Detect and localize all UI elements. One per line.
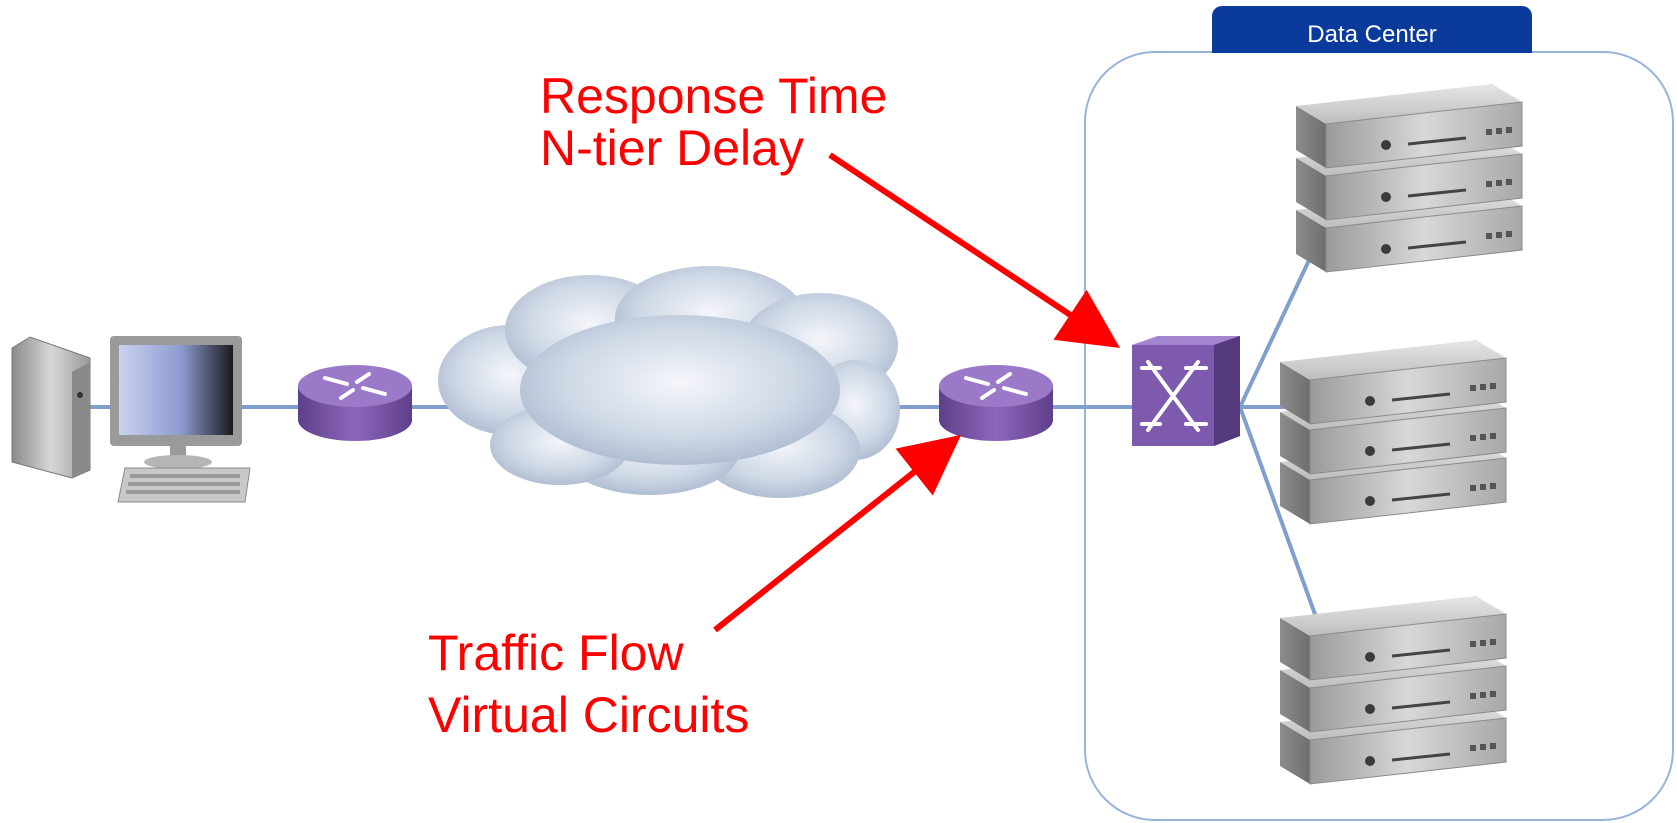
traffic-flow-label: Traffic Flow	[428, 625, 684, 681]
traffic-flow-callout: Traffic Flow Virtual Circuits	[428, 622, 749, 746]
response-time-callout: Response Time N-tier Delay	[540, 70, 887, 174]
virtual-circuits-label: Virtual Circuits	[428, 687, 750, 743]
switch-icon	[1132, 336, 1240, 446]
server-group-top	[1294, 82, 1524, 274]
traffic-flow-arrow	[713, 434, 962, 633]
router-icon	[298, 365, 412, 441]
server-group-middle	[1278, 338, 1508, 526]
link-to-server-group-bottom	[1238, 406, 1322, 629]
response-time-arrow	[828, 152, 1120, 348]
router-icon	[939, 365, 1053, 441]
n-tier-delay-label: N-tier Delay	[540, 120, 804, 176]
workstation-icon	[11, 336, 251, 503]
response-time-label: Response Time	[540, 68, 888, 124]
data-center-label: Data Center	[1212, 6, 1532, 53]
cloud-icon	[438, 266, 900, 498]
server-group-bottom	[1278, 594, 1508, 786]
